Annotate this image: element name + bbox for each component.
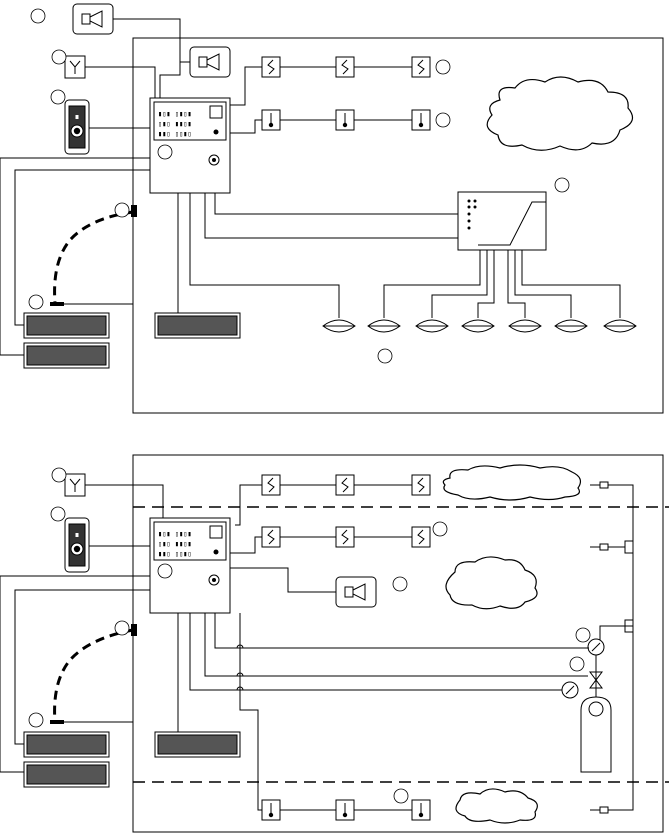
heat-detector-icon bbox=[261, 109, 281, 131]
protected-room-outline bbox=[132, 37, 664, 414]
wire bbox=[230, 66, 262, 106]
smoke-detector-icon bbox=[261, 526, 281, 548]
smoke-detector-icon bbox=[261, 474, 281, 496]
heat-detector-icon bbox=[411, 109, 431, 131]
top-diagram bbox=[0, 3, 664, 414]
callout-bubble bbox=[435, 59, 451, 75]
smoke-detector-icon bbox=[411, 526, 431, 548]
flexible-cable bbox=[53, 210, 134, 304]
wire bbox=[230, 119, 262, 134]
nozzle-icon bbox=[367, 319, 401, 333]
cylinder-bank-bar bbox=[23, 761, 110, 788]
wire bbox=[159, 61, 190, 100]
cylinder-bank-bar bbox=[154, 312, 241, 339]
protected-room-outline bbox=[132, 454, 664, 833]
callout-bubble bbox=[432, 521, 448, 537]
nozzle-icon bbox=[415, 319, 449, 333]
callout-bubble bbox=[569, 656, 585, 672]
wire bbox=[204, 193, 458, 239]
callout-bubble bbox=[30, 8, 46, 24]
nozzle-icon bbox=[461, 319, 495, 333]
smoke-detector-icon bbox=[335, 526, 355, 548]
cylinder-bank-bar bbox=[23, 342, 110, 369]
callout-bubble bbox=[575, 627, 591, 643]
smoke-detector-icon bbox=[335, 474, 355, 496]
cylinder-bank-bar bbox=[23, 312, 110, 339]
bottom-diagram bbox=[0, 454, 669, 833]
heat-detector-icon bbox=[335, 799, 355, 821]
heat-detector-icon bbox=[411, 799, 431, 821]
callout-bubble bbox=[114, 620, 130, 636]
callout-bubble bbox=[392, 576, 408, 592]
cylinder-bank-bar bbox=[154, 731, 241, 758]
heat-detector-icon bbox=[335, 109, 355, 131]
pressure-gauge-icon bbox=[561, 681, 579, 699]
gas-cylinder-icon bbox=[580, 696, 612, 773]
distribution-unit bbox=[457, 191, 547, 251]
callout-bubble bbox=[393, 788, 409, 804]
callout-bubble bbox=[554, 177, 570, 193]
outdoor-siren-icon bbox=[72, 3, 114, 35]
nozzle-icon bbox=[554, 319, 588, 333]
discharge-pipe bbox=[608, 484, 634, 811]
wire bbox=[85, 66, 156, 100]
manual-call-point-icon bbox=[64, 517, 90, 573]
callout-bubble bbox=[157, 144, 173, 160]
indoor-siren-icon bbox=[189, 46, 231, 78]
antenna-icon bbox=[64, 473, 86, 497]
cloud-icon bbox=[442, 464, 582, 501]
nozzle-icon bbox=[590, 806, 609, 814]
cylinder-bank-bar bbox=[23, 731, 110, 758]
callout-bubble bbox=[51, 467, 67, 483]
callout-bubble bbox=[28, 712, 44, 728]
smoke-detector-icon bbox=[261, 56, 281, 78]
heat-detector-icon bbox=[261, 799, 281, 821]
callout-bubble bbox=[28, 294, 44, 310]
cloud-icon bbox=[486, 76, 634, 151]
nozzle-icon bbox=[590, 543, 609, 551]
nozzle-icon bbox=[603, 319, 637, 333]
smoke-detector-icon bbox=[411, 474, 431, 496]
nozzle-icon bbox=[508, 319, 542, 333]
callout-bubble bbox=[377, 348, 393, 364]
nozzle-icon bbox=[590, 481, 609, 489]
nozzle-icon bbox=[322, 319, 356, 333]
cloud-icon bbox=[445, 556, 538, 610]
smoke-detector-icon bbox=[411, 56, 431, 78]
pressure-gauge-icon bbox=[587, 638, 605, 656]
manual-call-point-icon bbox=[64, 99, 90, 155]
callout-bubble bbox=[114, 202, 130, 218]
callout-bubble bbox=[157, 563, 173, 579]
wire bbox=[214, 193, 458, 215]
siren-icon bbox=[335, 576, 377, 608]
wire bbox=[113, 18, 181, 62]
callout-bubble bbox=[50, 506, 66, 522]
callout-bubble bbox=[51, 49, 67, 65]
smoke-detector-icon bbox=[335, 56, 355, 78]
antenna-icon bbox=[64, 55, 86, 79]
callout-bubble bbox=[50, 89, 66, 105]
valve-icon bbox=[589, 655, 603, 700]
cloud-icon bbox=[455, 788, 538, 824]
flexible-cable bbox=[53, 628, 134, 723]
callout-bubble bbox=[435, 112, 451, 128]
